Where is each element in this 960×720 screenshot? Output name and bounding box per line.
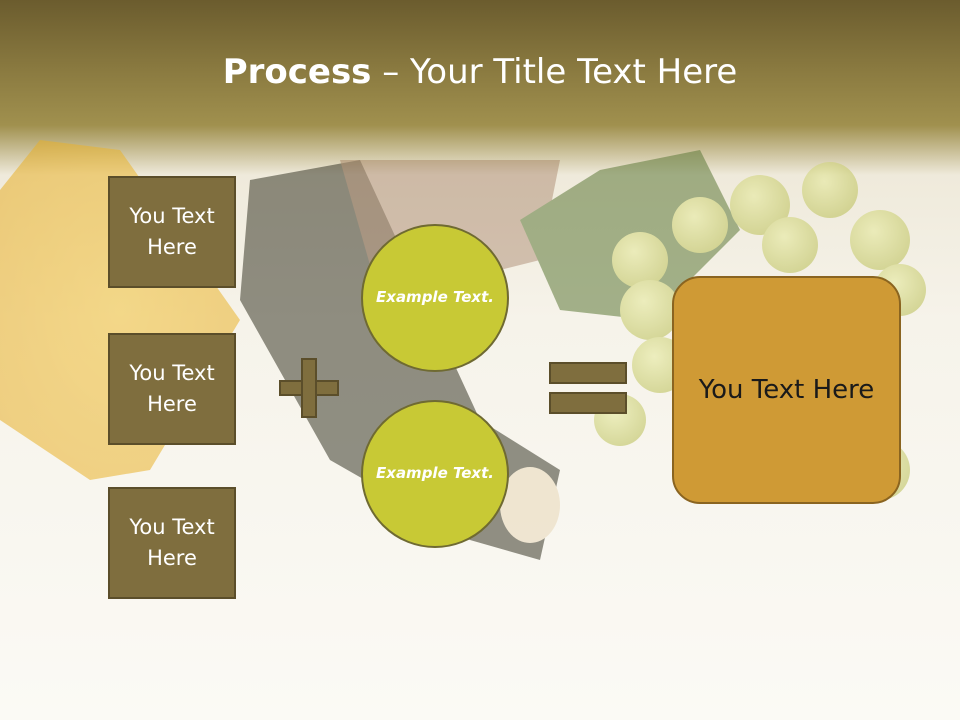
title-bold: Process	[222, 52, 372, 92]
text-box-label: You Text Here	[129, 203, 215, 260]
equals-bar-bottom	[549, 392, 627, 414]
circle-label: Example Text.	[376, 464, 494, 483]
text-box-2[interactable]: You Text Here	[108, 333, 236, 445]
plus-bar-vertical	[301, 358, 317, 418]
text-box-1[interactable]: You Text Here	[108, 176, 236, 288]
example-circle-2[interactable]: Example Text.	[361, 400, 509, 548]
plus-icon	[279, 358, 339, 418]
title-rest: – Your Title Text Here	[371, 52, 738, 92]
slide-title: Process – Your Title Text Here	[0, 52, 960, 92]
equals-bar-top	[549, 362, 627, 384]
result-box[interactable]: You Text Here	[672, 276, 901, 504]
result-label: You Text Here	[698, 375, 875, 405]
text-box-label: You Text Here	[129, 360, 215, 417]
bottle-cork	[500, 467, 560, 543]
text-box-3[interactable]: You Text Here	[108, 487, 236, 599]
text-box-label: You Text Here	[129, 514, 215, 571]
circle-label: Example Text.	[376, 288, 494, 307]
example-circle-1[interactable]: Example Text.	[361, 224, 509, 372]
